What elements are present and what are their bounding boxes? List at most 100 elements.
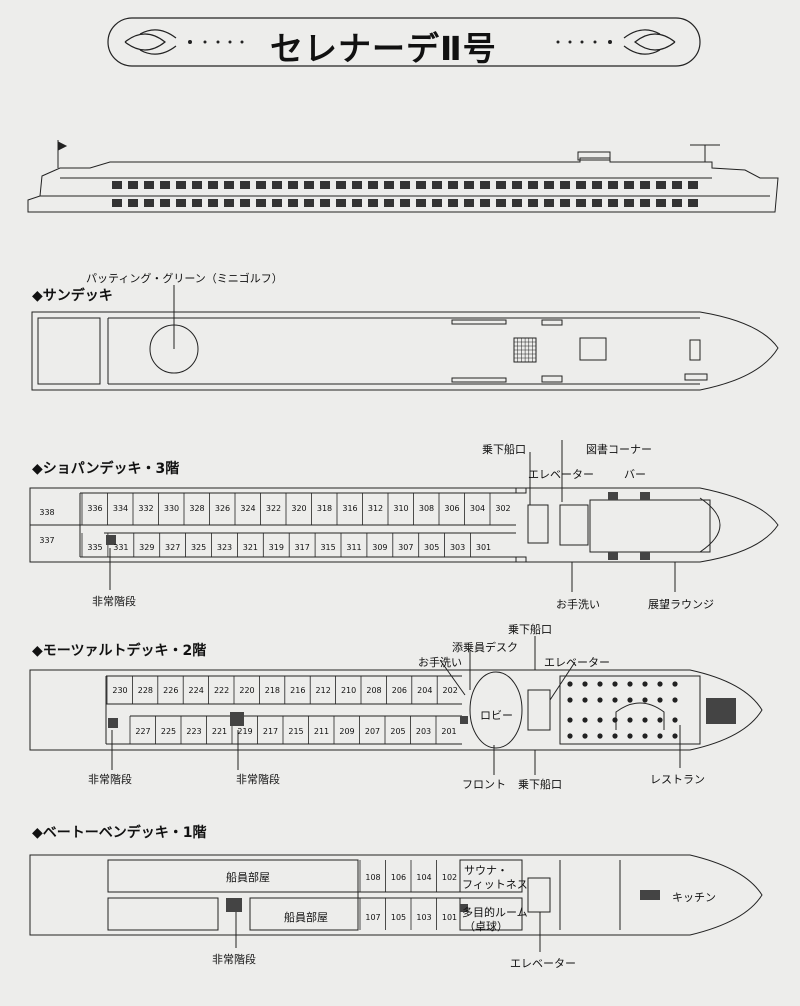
sun-deck-outline [31,285,779,391]
deck2-emergency-stairs-mid-label: 非常階段 [236,773,280,786]
room-312: 312 [367,504,384,513]
putting-green-label: パッティング・グリーン（ミニゴルフ） [86,272,283,285]
room-103: 103 [416,913,432,922]
room-227: 227 [135,727,151,736]
room-230: 230 [112,686,128,695]
room-310: 310 [393,504,409,513]
room-322: 322 [265,504,282,513]
room-108: 108 [365,873,381,882]
room-307: 307 [398,543,414,552]
room-317: 317 [294,543,310,552]
room-335: 335 [87,543,103,552]
deck3-restroom-label: お手洗い [556,598,600,611]
crew-room-bottom-label: 船員部屋 [284,911,328,924]
section-beethoven-deck: ◆ベートーベンデッキ・1階 [32,825,207,841]
multi-room-label: 多目的ルーム [462,906,528,919]
ornament-right [623,29,676,55]
section-chopin-deck: ◆ショパンデッキ・3階 [32,461,180,477]
room-218: 218 [264,686,281,695]
restaurant-label: レストラン [650,773,705,786]
billiards-label: （卓球） [464,920,508,933]
room-223: 223 [186,727,202,736]
room-309: 309 [372,543,388,552]
ornament-left [124,29,177,55]
mozart-deck-outline [29,636,763,775]
deck3-elevator-label: エレベーター [528,468,594,481]
stair-marks [106,492,736,912]
deck1-emergency-stairs-label: 非常階段 [212,953,256,966]
room-315: 315 [320,543,336,552]
deck2-elevator-label: エレベーター [544,656,610,669]
room-226: 226 [163,686,179,695]
room-330: 330 [163,504,180,513]
lobby-area [469,671,523,749]
room-316: 316 [342,504,358,513]
room-107: 107 [365,913,381,922]
crew-room-top-label: 船員部屋 [226,871,270,884]
bar-label: バー [624,468,646,481]
fitness-label: フィットネス [462,878,528,891]
room-319: 319 [268,543,284,552]
deck2-restroom-label: お手洗い [418,656,462,669]
deck2-emergency-stairs-left-label: 非常階段 [88,773,132,786]
room-318: 318 [316,504,333,513]
room-203: 203 [415,727,432,736]
room-334: 334 [112,504,129,513]
room-204: 204 [417,686,433,695]
room-326: 326 [214,504,231,513]
section-sun-deck: ◆サンデッキ [32,288,113,304]
front-desk-label: フロント [462,778,506,791]
tour-desk-label: 添乗員デスク [452,641,518,654]
chopin-deck-outline [29,440,779,592]
beethoven-deck-outline [29,854,763,952]
page-title: セレナーデⅡ号 [270,29,497,68]
room-224: 224 [188,686,204,695]
deck2-gangway-top-label: 乗下船口 [508,623,552,636]
room-222: 222 [213,686,230,695]
room-303: 303 [449,543,466,552]
room-207: 207 [364,727,381,736]
room-206: 206 [391,686,408,695]
room-302: 302 [495,504,511,513]
room-211: 211 [313,727,330,736]
room-216: 216 [290,686,306,695]
room-220: 220 [239,686,255,695]
deck1-elevator-label: エレベーター [510,957,576,970]
room-321: 321 [242,543,259,552]
room-306: 306 [444,504,460,513]
room-328: 328 [189,504,205,513]
room-304: 304 [469,504,486,513]
room-104: 104 [416,873,432,882]
room-212: 212 [315,686,331,695]
room-332: 332 [138,504,154,513]
room-225: 225 [160,727,177,736]
room-202: 202 [442,686,458,695]
room-219: 219 [237,727,253,736]
room-210: 210 [340,686,357,695]
room-323: 323 [216,543,233,552]
room-337: 337 [39,536,55,545]
room-325: 325 [190,543,207,552]
room-208: 208 [366,686,382,695]
ship-elevation [27,140,779,213]
deck2-gangway-bottom-label: 乗下船口 [518,778,562,791]
title-frame [107,17,701,67]
room-221: 221 [211,727,228,736]
lobby-label: ロビー [480,709,513,722]
section-mozart-deck: ◆モーツァルトデッキ・2階 [32,643,207,659]
room-105: 105 [390,913,407,922]
room-201: 201 [441,727,457,736]
library-label: 図書コーナー [586,443,652,456]
room-228: 228 [137,686,154,695]
room-331: 331 [113,543,129,552]
room-336: 336 [87,504,103,513]
room-101: 101 [441,913,458,922]
room-102: 102 [441,873,458,882]
room-338: 338 [39,508,55,517]
room-305: 305 [424,543,440,552]
room-329: 329 [139,543,155,552]
room-327: 327 [165,543,181,552]
lounge-label: 展望ラウンジ [648,598,714,611]
